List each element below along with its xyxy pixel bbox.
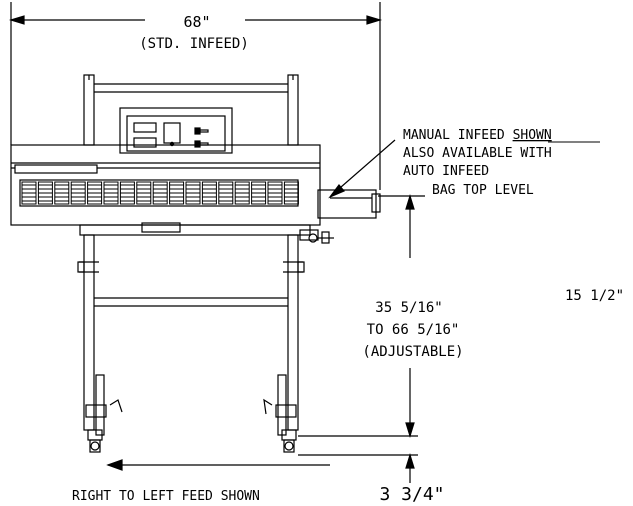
height-label-line2: TO 66 5/16"	[367, 322, 460, 338]
foot-dimension-label: 3 3/4"	[379, 484, 444, 505]
infeed-leader	[328, 139, 396, 199]
feed-direction-label: RIGHT TO LEFT FEED SHOWN	[72, 489, 260, 504]
width-label: 68"	[183, 13, 210, 31]
height-label-line3: (ADJUSTABLE)	[362, 344, 463, 360]
width-sublabel: (STD. INFEED)	[139, 36, 249, 52]
infeed-assembly	[299, 189, 381, 244]
bag-top-level-label: BAG TOP LEVEL	[432, 183, 534, 198]
feed-direction-arrow	[106, 459, 330, 471]
infeed-note-line3: AUTO INFEED	[403, 164, 489, 179]
side-dimension-label: 15 1/2"	[565, 288, 624, 304]
upper-frame	[83, 74, 299, 146]
infeed-note-line1: MANUAL INFEED SHOWN	[403, 128, 552, 143]
louver-grill	[21, 181, 299, 205]
infeed-note-shown: SHOWN	[513, 128, 552, 143]
width-dimension	[8, 2, 383, 190]
infeed-note-line2: ALSO AVAILABLE WITH	[403, 146, 552, 161]
sealer-body	[10, 144, 321, 236]
height-dimension	[298, 193, 425, 483]
height-label-line1: 35 5/16"	[375, 300, 442, 316]
control-panel	[119, 107, 233, 154]
legs	[77, 234, 305, 453]
